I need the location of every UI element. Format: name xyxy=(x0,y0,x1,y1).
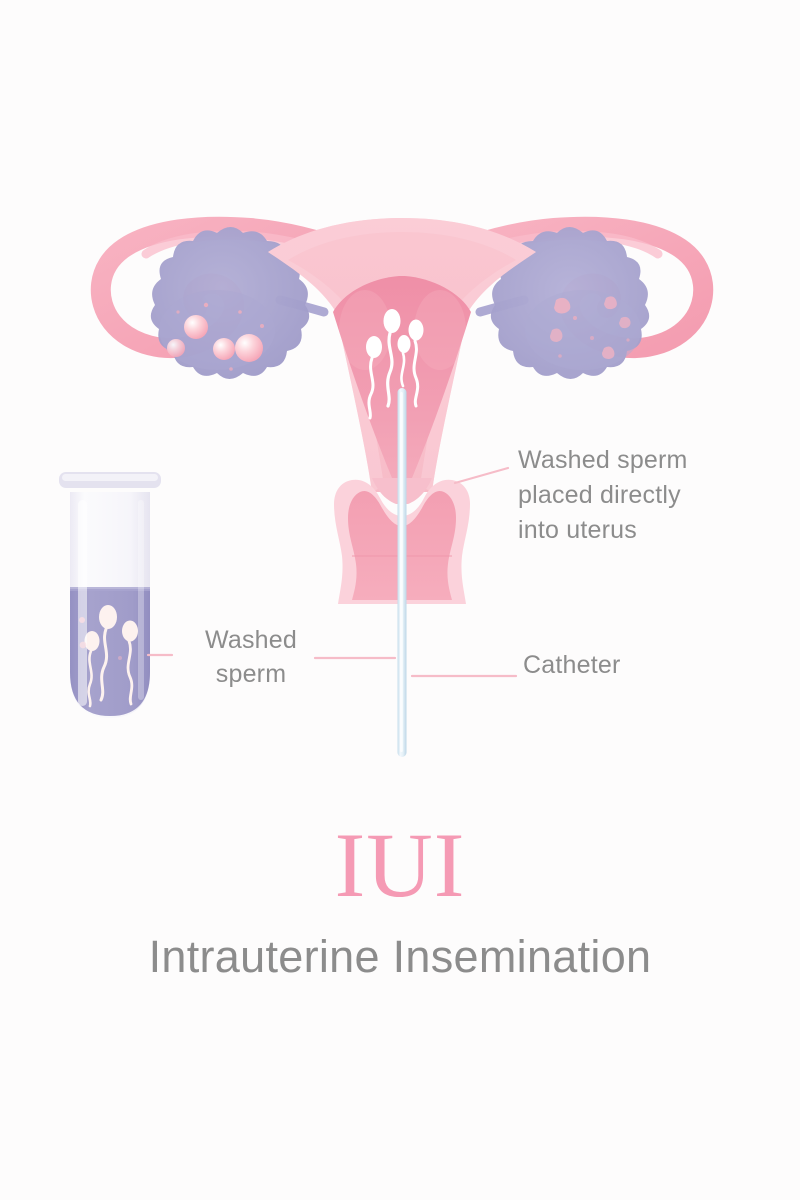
label-catheter: Catheter xyxy=(523,651,621,679)
catheter xyxy=(397,388,407,757)
label-line: placed directly xyxy=(518,481,681,509)
right-ovary xyxy=(490,227,650,379)
left-ovary xyxy=(150,227,310,379)
label-line: Washed xyxy=(205,626,297,654)
label-washed-sperm-into-uterus: Washed sperm placed directly into uterus xyxy=(518,443,768,548)
leader-lines xyxy=(146,466,518,678)
sperm-in-tube xyxy=(79,605,138,708)
leader-line-uterus-sperm xyxy=(453,466,510,485)
label-washed-sperm-tube: Washed sperm xyxy=(176,623,326,691)
label-line: Washed sperm xyxy=(518,446,688,474)
page-subtitle: Intrauterine Insemination xyxy=(148,931,652,982)
label-line: sperm xyxy=(215,660,287,688)
title-block: IUI Intrauterine Insemination xyxy=(0,815,800,985)
page-title: IUI xyxy=(334,814,466,916)
test-tube xyxy=(59,472,161,718)
label-line: into uterus xyxy=(518,516,637,544)
sperm-in-uterus xyxy=(366,309,424,420)
